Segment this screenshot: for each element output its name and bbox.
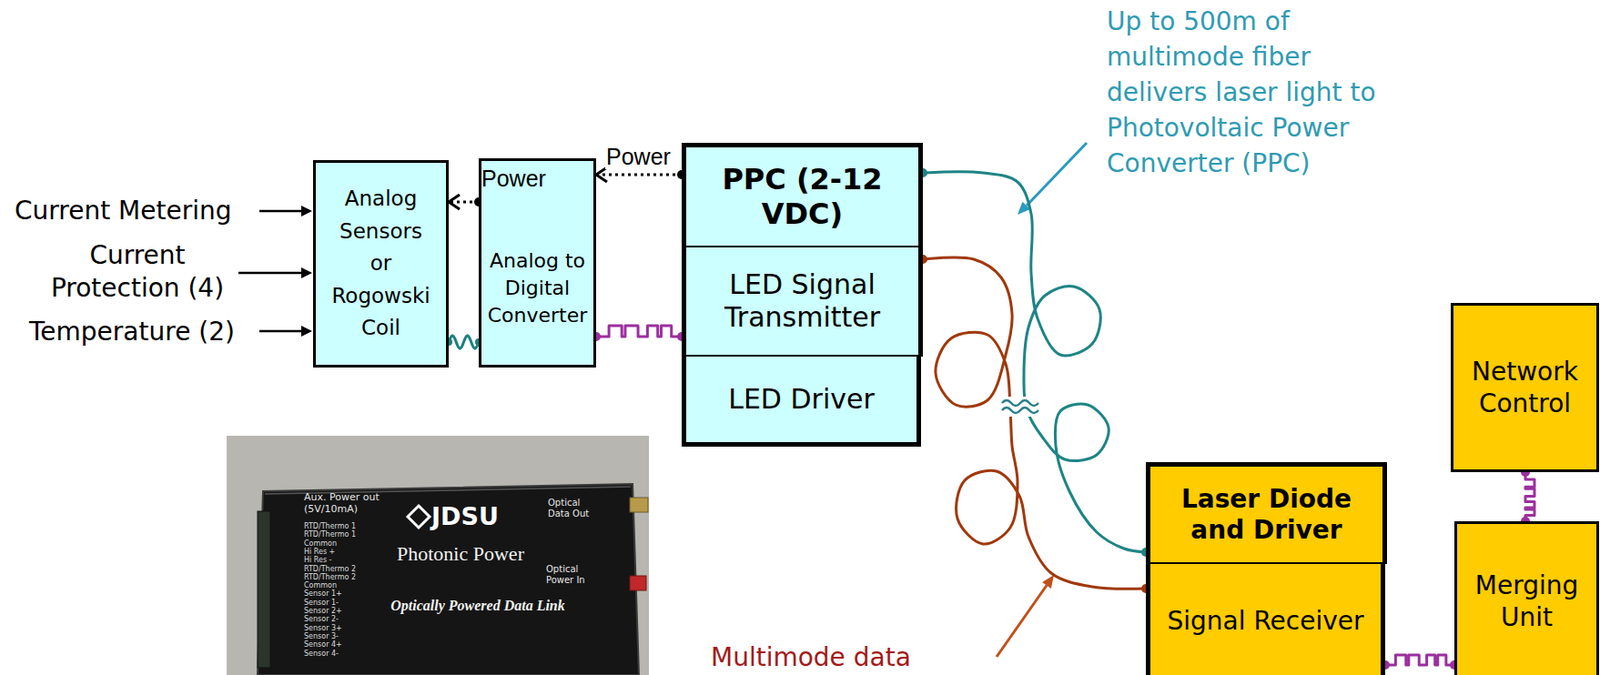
device-print: Optical Data Out [547,497,601,520]
pin-label: Hi Res + [303,547,370,557]
break-mark [1002,407,1039,414]
power-connector [596,167,687,183]
arrow-head [448,194,460,210]
terminal-block [257,511,271,669]
device-print: Optical Power In [546,564,601,587]
box-label: Laser Diode and Driver [1161,484,1372,546]
device-print: Photonic Power [360,542,561,567]
box-label: Analog Sensors or Rogowski Coil [325,182,436,345]
connector-path [1385,655,1455,666]
pin-label: Common [303,539,370,548]
device-brand: JDSU [431,502,523,532]
connector-path [922,257,1146,589]
leader-line [1026,142,1087,206]
box-label: PPC (2-12 VDC) [697,162,908,233]
sensor-box: Analog Sensors or Rogowski Coil [313,160,449,368]
connector-label: Power [480,165,547,192]
pin-label: Sensor 2- [303,615,370,624]
arrow-head [301,325,313,337]
box-label: Merging Unit [1464,569,1590,634]
connector-path [596,173,682,177]
connector-path [922,172,1146,553]
leader-lines [996,142,1087,658]
pin-label: Sensor 1+ [303,589,370,598]
pin-label: Sensor 4- [303,649,370,659]
input-label: Current Metering [14,194,265,228]
pin-label: RTD/Thermo 1 [303,522,370,531]
leader-line [996,586,1047,659]
device-body [257,484,639,675]
pin-label: Hi Res - [303,556,370,565]
callout-note: Up to 500m of multimode fiber delivers l… [1106,3,1400,182]
transmitter-band: LED Signal Transmitter [681,247,923,357]
input-label: Temperature (2) [29,315,266,349]
merging-box: Merging Unit [1454,521,1600,675]
box-label: Analog to Digital Converter [486,247,589,329]
device-photo [226,435,649,675]
box-label: Signal Receiver [1166,606,1364,638]
digital-signal-line [591,325,687,342]
pin-label: Sensor 1- [303,598,370,608]
pin-label: Sensor 3- [303,632,370,641]
input-arrow [259,210,303,213]
pin-label: Common [303,581,370,590]
arrow-head [301,267,313,279]
callout-note: Multimode data [710,642,948,674]
arrow-head [301,205,313,217]
box-label: Network Control [1460,355,1590,420]
photo-shade [226,435,649,675]
box-label: LED Driver [728,383,875,416]
pin-label: Sensor 4+ [303,640,370,649]
digital-signal-line [1520,467,1535,527]
pin-label: RTD/Thermo 2 [303,573,370,582]
device-print: Optically Powered Data Link [368,597,588,616]
analog-signal-line [445,335,483,349]
laser-band: Laser Diode and Driver [1145,462,1388,565]
connector-path [1525,472,1535,522]
pin-label: Sensor 2+ [303,607,370,616]
data-fiber [918,254,1151,594]
logo-diamond [407,506,430,528]
pin-label: RTD/Thermo 1 [303,530,370,539]
break-mark [1002,400,1039,406]
converter-band: PPC (2-12 VDC) [681,142,923,248]
network-box: Network Control [1450,303,1600,473]
input-arrows [238,205,313,337]
connector-path [596,325,682,337]
receiver-band: Signal Receiver [1145,564,1386,675]
leader-head [1042,575,1054,589]
input-label: Current Protection (4) [28,239,247,305]
box-label: LED Signal Transmitter [695,268,910,335]
input-arrow [259,330,303,334]
pin-label: Sensor 3+ [303,624,370,633]
data-connector [629,497,649,513]
break-patch [999,396,1042,417]
driver-band: LED Driver [681,356,922,447]
input-arrow [238,272,303,275]
arrow-head [596,167,608,183]
power-fiber [918,168,1151,557]
connector-label: Power [605,143,672,170]
photo-background [226,435,649,675]
digital-signal-line [1380,655,1459,670]
power-connector-plug [629,576,647,591]
connector-path [448,335,479,349]
pin-label: RTD/Thermo 2 [303,565,370,574]
device-print: Aux. Power out (5V/10mA) [303,491,395,516]
